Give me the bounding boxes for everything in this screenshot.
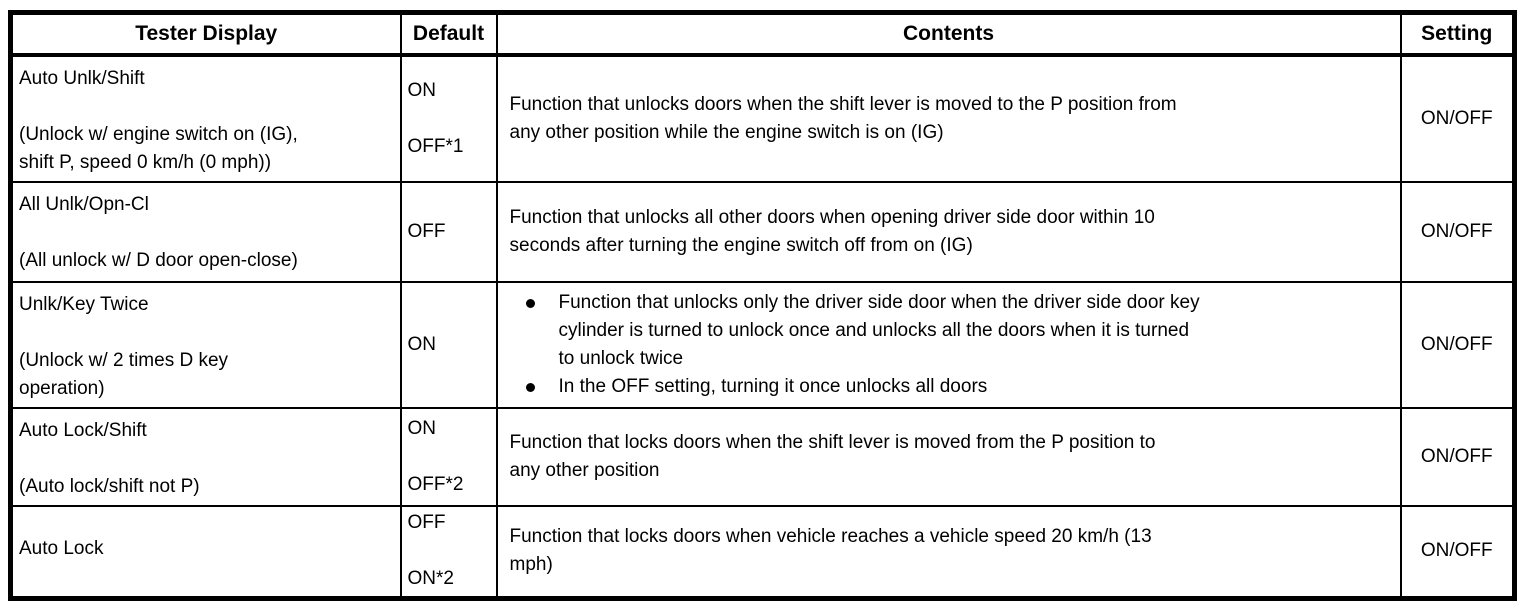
- default-value: OFF*1: [407, 136, 464, 157]
- cell-tester-display: Unlk/Key Twice (Unlock w/ 2 times D key …: [9, 281, 402, 409]
- blank-line: [19, 219, 396, 247]
- default-value: OFF: [407, 512, 446, 534]
- bullet-text-block: Function that unlocks only the driver si…: [559, 289, 1394, 373]
- cell-setting: ON/OFF: [1399, 54, 1516, 183]
- tester-display-note: (Unlock w/ engine switch on (IG),: [19, 124, 298, 145]
- cell-tester-display: Auto Unlk/Shift (Unlock w/ engine switch…: [9, 54, 402, 183]
- bullet-icon: [525, 299, 535, 308]
- bullet-item: In the OFF setting, turning it once unlo…: [510, 373, 1394, 401]
- table-row-auto-lock-shift: Auto Lock/Shift (Auto lock/shift not P) …: [9, 407, 1516, 507]
- cell-tester-display: All Unlk/Opn-Cl (All unlock w/ D door op…: [9, 181, 402, 283]
- contents-text: Function that unlocks only the driver si…: [558, 292, 1200, 313]
- cell-tester-display: Auto Lock: [9, 505, 402, 599]
- cell-setting: ON/OFF: [1399, 407, 1516, 507]
- default-value: ON: [407, 418, 437, 439]
- setting-value: ON/OFF: [1420, 108, 1493, 129]
- blank-line: [19, 445, 396, 473]
- tester-display-text: All Unlk/Opn-Cl: [19, 194, 149, 215]
- setting-value: ON/OFF: [1420, 540, 1493, 562]
- contents-text: to unlock twice: [558, 348, 684, 369]
- blank-line: [408, 105, 496, 133]
- cell-setting: ON/OFF: [1399, 281, 1516, 409]
- tester-display-text: Unlk/Key Twice: [19, 294, 149, 315]
- default-value: OFF*2: [407, 474, 464, 495]
- cell-contents: Function that locks doors when the shift…: [495, 407, 1402, 507]
- cell-default: OFF ON*2: [399, 505, 498, 599]
- default-value: ON*2: [407, 568, 454, 590]
- bullet-text-block: In the OFF setting, turning it once unlo…: [559, 373, 1394, 401]
- blank-line: [408, 443, 496, 471]
- table-row-auto-lock: Auto Lock OFF ON*2 Function that locks d…: [9, 505, 1516, 599]
- contents-text: Function that unlocks all other doors wh…: [509, 207, 1155, 228]
- table-row-unlk-key-twice: Unlk/Key Twice (Unlock w/ 2 times D key …: [9, 281, 1516, 409]
- contents-text: In the OFF setting, turning it once unlo…: [558, 376, 988, 397]
- blank-line: [19, 93, 396, 121]
- tester-display-text: Auto Lock/Shift: [19, 420, 147, 441]
- tester-display-note: (All unlock w/ D door open-close): [19, 250, 298, 271]
- cell-contents: Function that unlocks only the driver si…: [495, 281, 1402, 409]
- tester-display-text: Auto Lock: [19, 538, 104, 560]
- cell-contents: Function that locks doors when vehicle r…: [495, 505, 1402, 599]
- cell-default: ON OFF*1: [399, 54, 498, 183]
- table-row-all-unlk-opn-cl: All Unlk/Opn-Cl (All unlock w/ D door op…: [9, 181, 1516, 283]
- customize-settings-table: Tester Display Default Contents Setting …: [8, 10, 1517, 601]
- cell-setting: ON/OFF: [1399, 505, 1516, 599]
- bullet-icon: [525, 383, 535, 392]
- col-header-setting: Setting: [1399, 11, 1516, 57]
- bullet-item: Function that unlocks only the driver si…: [510, 289, 1394, 373]
- contents-text: cylinder is turned to unlock once and un…: [558, 320, 1190, 341]
- contents-text: any other position while the engine swit…: [509, 122, 944, 143]
- cell-tester-display: Auto Lock/Shift (Auto lock/shift not P): [9, 407, 402, 507]
- tester-display-note: shift P, speed 0 km/h (0 mph)): [19, 152, 272, 173]
- cell-contents: Function that unlocks doors when the shi…: [495, 54, 1402, 183]
- default-value: ON: [407, 334, 437, 355]
- cell-default: OFF: [399, 181, 498, 283]
- cell-default: ON: [399, 281, 498, 409]
- tester-display-note: (Auto lock/shift not P): [19, 476, 200, 497]
- col-header-default: Default: [399, 11, 498, 57]
- header-row: Tester Display Default Contents Setting: [9, 11, 1516, 57]
- table-row-auto-unlk-shift: Auto Unlk/Shift (Unlock w/ engine switch…: [9, 54, 1516, 183]
- contents-text: seconds after turning the engine switch …: [509, 235, 973, 256]
- cell-contents: Function that unlocks all other doors wh…: [495, 181, 1402, 283]
- col-header-contents: Contents: [495, 11, 1402, 57]
- tester-display-note: (Unlock w/ 2 times D key: [19, 350, 229, 371]
- contents-text: Function that locks doors when the shift…: [509, 432, 1156, 453]
- contents-text: Function that locks doors when vehicle r…: [509, 526, 1152, 548]
- setting-value: ON/OFF: [1420, 221, 1493, 242]
- default-value: OFF: [407, 221, 446, 242]
- contents-text: mph): [509, 554, 553, 576]
- col-header-tester-display: Tester Display: [9, 11, 402, 57]
- contents-text: Function that unlocks doors when the shi…: [509, 94, 1177, 115]
- cell-default: ON OFF*2: [399, 407, 498, 507]
- default-value: ON: [407, 80, 437, 101]
- tester-display-note: operation): [19, 378, 105, 399]
- setting-value: ON/OFF: [1420, 334, 1493, 355]
- blank-line: [19, 319, 396, 347]
- setting-value: ON/OFF: [1420, 446, 1493, 467]
- tester-display-text: Auto Unlk/Shift: [19, 68, 145, 89]
- cell-setting: ON/OFF: [1399, 181, 1516, 283]
- blank-line: [408, 537, 496, 565]
- contents-text: any other position: [509, 460, 660, 481]
